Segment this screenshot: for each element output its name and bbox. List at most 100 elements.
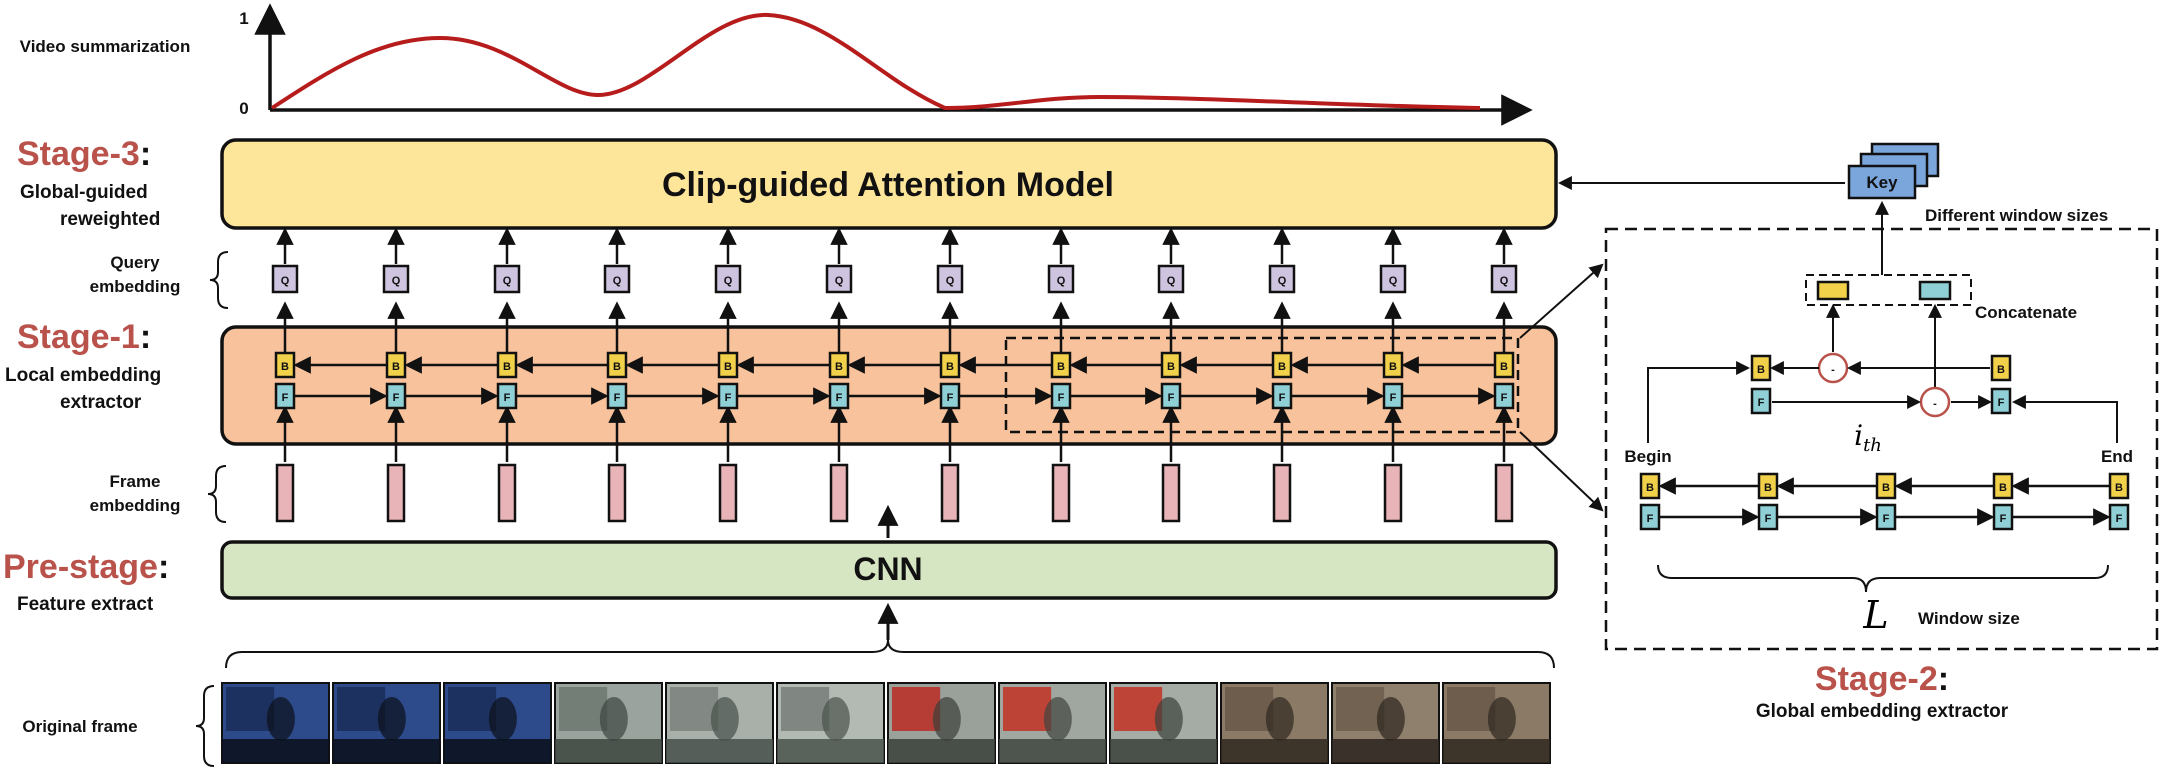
local-window-highlight	[1004, 336, 1520, 434]
window-size-brace	[1657, 564, 2109, 593]
frame-ground	[888, 739, 995, 763]
forward-cell-label: F	[947, 392, 954, 404]
prestage-subtitle: Feature extract	[17, 594, 154, 615]
column-2: BFQ	[382, 227, 410, 523]
frame-embedding-bar	[829, 463, 849, 523]
backward-cell-label: B	[503, 361, 511, 373]
forward-cell	[385, 382, 407, 410]
cnn-label: CNN	[853, 551, 922, 587]
frame-thumbnail	[443, 682, 552, 764]
forward-cell-label: F	[1390, 392, 1397, 404]
frame-ground	[666, 739, 773, 763]
forward-cell	[1271, 382, 1293, 410]
frame-region	[1336, 687, 1385, 731]
query-embedding-label-line1: Query	[110, 253, 160, 272]
query-embedding-brace	[209, 251, 229, 309]
frame-ground	[555, 739, 662, 763]
frame-subject	[1376, 697, 1405, 741]
frame-thumbnail	[887, 682, 996, 764]
original-frames-brace	[225, 639, 1555, 669]
stage3-title: Stage-3	[17, 135, 140, 173]
window-length-symbol: L	[1862, 593, 1888, 637]
stage3-group: Stage-3: Global-guided reweighted Clip-g…	[17, 135, 1558, 230]
frame-subject	[599, 697, 628, 741]
concat-forward-cell	[1918, 280, 1952, 301]
frame-ground	[222, 739, 329, 763]
frame-embedding-bar	[718, 463, 738, 523]
backward-cell-label: B	[724, 361, 732, 373]
frame-region	[559, 687, 608, 731]
query-cell-label: Q	[1389, 275, 1398, 287]
query-cell	[1490, 264, 1518, 294]
forward-cell-label: F	[504, 392, 511, 404]
stage3-title-text: Stage-3:	[17, 135, 151, 173]
stage2-title: Stage-2	[1815, 660, 1938, 698]
window-unit-3: BF	[1875, 472, 1897, 531]
concat-backward-cell	[1816, 280, 1850, 301]
frame-region	[1003, 687, 1052, 731]
window-unit-4: BF	[1992, 472, 2014, 531]
forward-cell	[717, 382, 739, 410]
frame-embedding-label-line1: Frame	[109, 472, 160, 491]
query-cell-label: Q	[724, 275, 733, 287]
query-embedding-label-line2: embedding	[90, 277, 181, 296]
frame-thumbnail	[665, 682, 774, 764]
stage2-group: Different window sizes Key Concatenate B…	[1519, 142, 2159, 722]
frame-region	[1447, 687, 1496, 731]
frame-ground	[1110, 739, 1217, 763]
frame-embedding-bar	[1383, 463, 1403, 523]
window-forward-cell	[1992, 503, 2014, 531]
y-axis-min-label: 0	[239, 99, 248, 118]
original-frame-group: Original frame	[22, 682, 1551, 767]
backward-cell-label: B	[1057, 361, 1065, 373]
frame-embedding-brace	[207, 465, 227, 523]
column-4: BFQ	[603, 227, 631, 523]
frame-thumbnail	[1109, 682, 1218, 764]
query-cell	[1047, 264, 1075, 294]
frame-embedding-bar	[386, 463, 406, 523]
stage3-colon: :	[140, 135, 151, 173]
forward-cell	[606, 382, 628, 410]
concatenated-vector-box	[1805, 274, 1972, 306]
query-cell	[1268, 264, 1296, 294]
query-cell-label: Q	[281, 275, 290, 287]
ith-main: i	[1854, 419, 1863, 452]
clip-guided-attention-box	[220, 138, 1558, 230]
diff-end-b-label: B	[1997, 364, 2005, 376]
different-window-sizes-label: Different window sizes	[1925, 206, 2108, 225]
query-cell	[936, 264, 964, 294]
window-forward-cell	[2108, 503, 2130, 531]
window-backward-label: B	[1646, 482, 1654, 494]
frame-subject	[710, 697, 739, 741]
window-forward-label: F	[1647, 513, 1654, 525]
window-forward-label: F	[1765, 513, 1772, 525]
frame-thumbnail	[332, 682, 441, 764]
stage1-title: Stage-1	[17, 318, 140, 356]
minus-backward-label: -	[1831, 364, 1835, 376]
frame-embedding-bar	[940, 463, 960, 523]
forward-cell	[1493, 382, 1515, 410]
frame-subject	[1154, 697, 1183, 741]
query-cell-label: Q	[503, 275, 512, 287]
ith-subscript: th	[1863, 435, 1882, 456]
backward-cell-label: B	[1167, 361, 1175, 373]
prestage-title: Pre-stage	[3, 548, 158, 586]
frame-region	[1114, 687, 1163, 731]
column-10: BFQ	[1268, 227, 1296, 523]
backward-cell	[1493, 351, 1515, 379]
backward-cell-label: B	[613, 361, 621, 373]
frame-subject	[821, 697, 850, 741]
frame-embedding-bar	[275, 463, 295, 523]
stage2-subtitle: Global embedding extractor	[1756, 701, 2009, 722]
frame-thumbnail	[554, 682, 663, 764]
frame-ground	[999, 739, 1106, 763]
backward-cell-label: B	[835, 361, 843, 373]
frame-thumbnail	[776, 682, 885, 764]
forward-cell	[274, 382, 296, 410]
column-8: BFQ	[1047, 227, 1075, 523]
forward-cell-label: F	[614, 392, 621, 404]
forward-cell	[1050, 382, 1072, 410]
forward-cell	[496, 382, 518, 410]
